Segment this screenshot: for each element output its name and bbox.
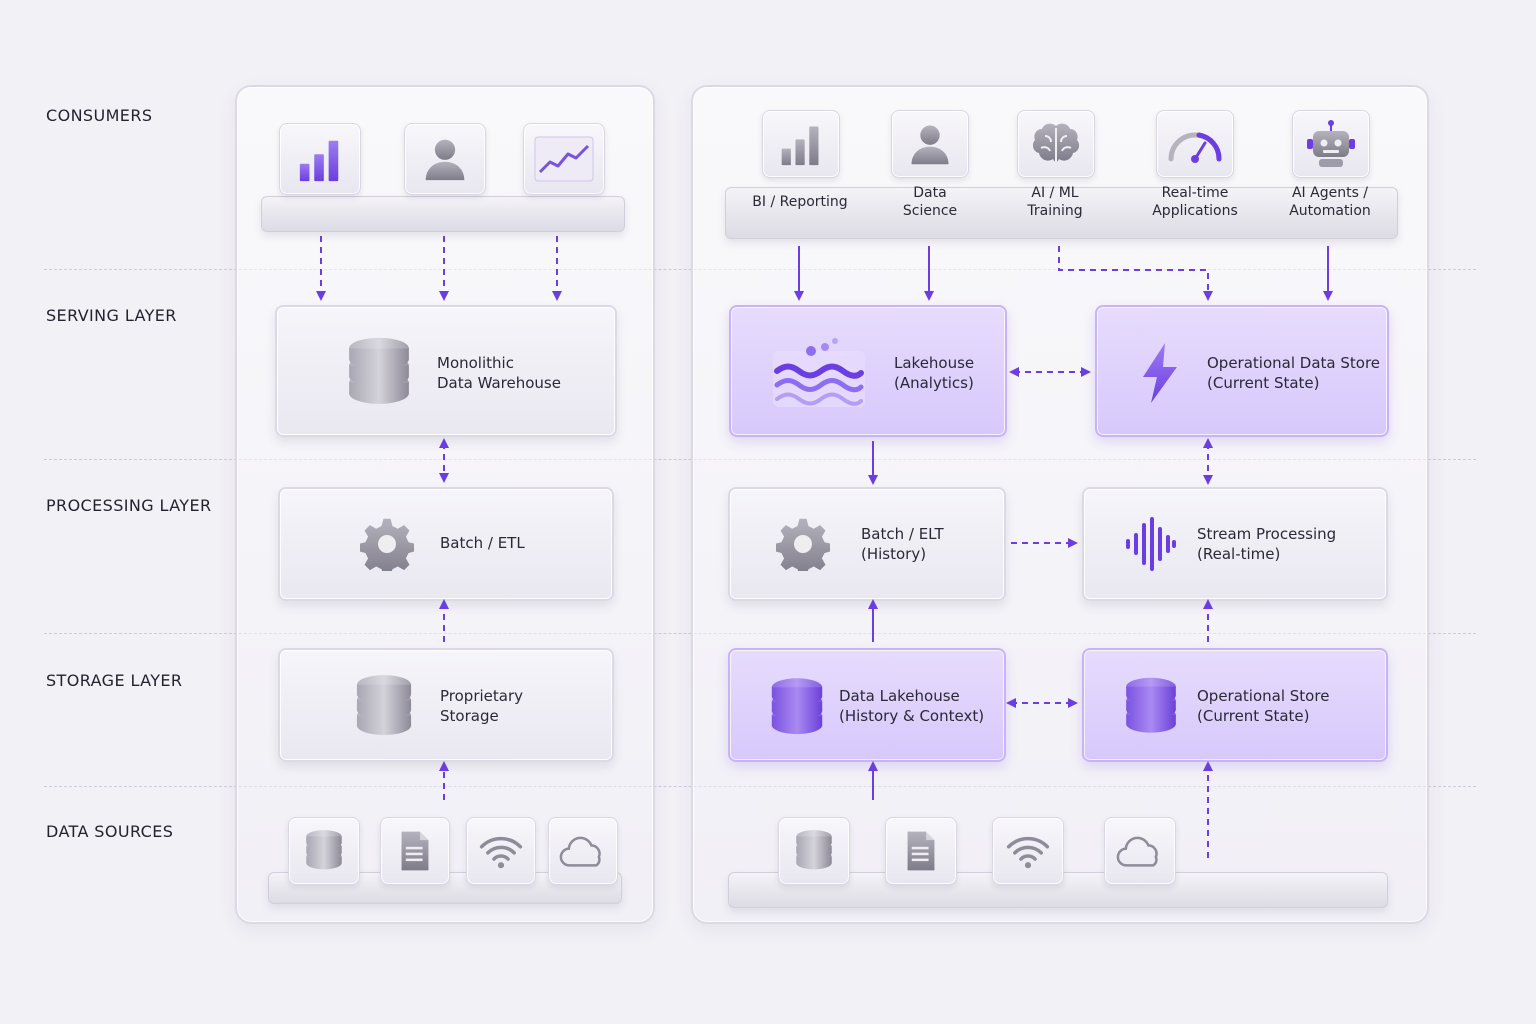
operational-store-line1: Operational Store <box>1197 687 1330 705</box>
batch-elt-box[interactable]: Batch / ELT (History) <box>728 487 1006 601</box>
consumer-rt-line2: Applications <box>1152 203 1238 219</box>
line-chart-icon <box>534 136 594 182</box>
right-consumer-tile-ai-ml[interactable] <box>1017 110 1095 178</box>
lakehouse-line1: Lakehouse <box>894 354 975 372</box>
consumer-label-ai-ml: AI / ML Training <box>1000 184 1110 220</box>
left-source-wifi[interactable] <box>466 817 536 885</box>
consumer-ds-line1: Data <box>913 185 947 201</box>
stream-processing-box[interactable]: Stream Processing (Real-time) <box>1082 487 1388 601</box>
right-source-wifi[interactable] <box>992 817 1064 885</box>
layer-label-consumers: CONSUMERS <box>46 106 153 125</box>
consumer-agents-line1: AI Agents / <box>1291 185 1369 201</box>
consumer-aiml-line2: Training <box>1027 203 1083 219</box>
robot-icon <box>1307 120 1355 167</box>
operational-store-line2: (Current State) <box>1197 707 1310 725</box>
batch-elt-line2: (History) <box>861 545 927 563</box>
proprietary-line1: Proprietary <box>440 687 523 705</box>
batch-etl-label: Batch / ETL <box>440 534 525 552</box>
left-consumer-tile-user[interactable] <box>404 123 486 195</box>
layer-label-storage: STORAGE LAYER <box>46 671 183 690</box>
consumer-rt-line1: Real-time <box>1161 185 1229 201</box>
right-source-document[interactable] <box>885 817 957 885</box>
consumer-aiml-line1: AI / ML <box>1031 185 1079 201</box>
stream-line1: Stream Processing <box>1197 525 1337 543</box>
layer-label-processing: PROCESSING LAYER <box>46 496 212 515</box>
right-consumers-shelf <box>725 187 1398 239</box>
consumer-label-agents: AI Agents / Automation <box>1270 184 1390 220</box>
left-consumer-tile-trend[interactable] <box>523 123 605 195</box>
left-source-cloud[interactable] <box>548 817 618 885</box>
consumer-bi-line1: BI / Reporting <box>752 194 848 210</box>
layer-label-serving: SERVING LAYER <box>46 306 177 325</box>
monolithic-line2: Data Warehouse <box>437 374 561 392</box>
ods-line2: (Current State) <box>1207 374 1320 392</box>
data-lakehouse-line1: Data Lakehouse <box>839 687 960 705</box>
right-source-cloud[interactable] <box>1104 817 1176 885</box>
monolithic-line1: Monolithic <box>437 354 514 372</box>
batch-elt-line1: Batch / ELT <box>861 525 944 543</box>
right-consumer-tile-agents[interactable] <box>1292 110 1370 178</box>
operational-store-box[interactable]: Operational Store (Current State) <box>1082 648 1388 762</box>
consumer-label-data-science: Data Science <box>875 184 985 220</box>
waveform-icon <box>1126 517 1176 571</box>
brain-icon <box>1032 123 1080 162</box>
right-source-database[interactable] <box>778 817 850 885</box>
right-consumer-tile-realtime[interactable] <box>1156 110 1234 178</box>
left-consumers-shelf <box>261 196 625 232</box>
arrow-aiml-to-ods <box>1058 246 1213 301</box>
consumer-label-realtime: Real-time Applications <box>1133 184 1257 220</box>
left-source-database[interactable] <box>288 817 360 885</box>
proprietary-storage-box[interactable]: Proprietary Storage <box>278 648 614 762</box>
data-lakehouse-box[interactable]: Data Lakehouse (History & Context) <box>728 648 1006 762</box>
stream-line2: (Real-time) <box>1197 545 1281 563</box>
left-source-document[interactable] <box>380 817 450 885</box>
ods-line1: Operational Data Store <box>1207 354 1381 372</box>
consumer-agents-line2: Automation <box>1289 203 1371 219</box>
layer-label-sources: DATA SOURCES <box>46 822 174 841</box>
data-lakehouse-line2: (History & Context) <box>839 707 985 725</box>
right-consumer-tile-bi[interactable] <box>762 110 840 178</box>
gauge-icon <box>1168 132 1222 163</box>
lakehouse-analytics-box[interactable]: Lakehouse (Analytics) <box>729 305 1007 437</box>
right-consumer-tile-data-science[interactable] <box>891 110 969 178</box>
consumer-ds-line2: Science <box>902 203 958 219</box>
consumer-label-bi: BI / Reporting <box>745 193 855 211</box>
lakehouse-line2: (Analytics) <box>894 374 974 392</box>
operational-data-store-box[interactable]: Operational Data Store (Current State) <box>1095 305 1389 437</box>
waves-icon <box>773 338 865 407</box>
lightning-icon <box>1143 343 1177 403</box>
proprietary-line2: Storage <box>440 707 499 725</box>
left-consumer-tile-bi[interactable] <box>279 123 361 195</box>
monolithic-data-warehouse-box[interactable]: Monolithic Data Warehouse <box>275 305 617 437</box>
